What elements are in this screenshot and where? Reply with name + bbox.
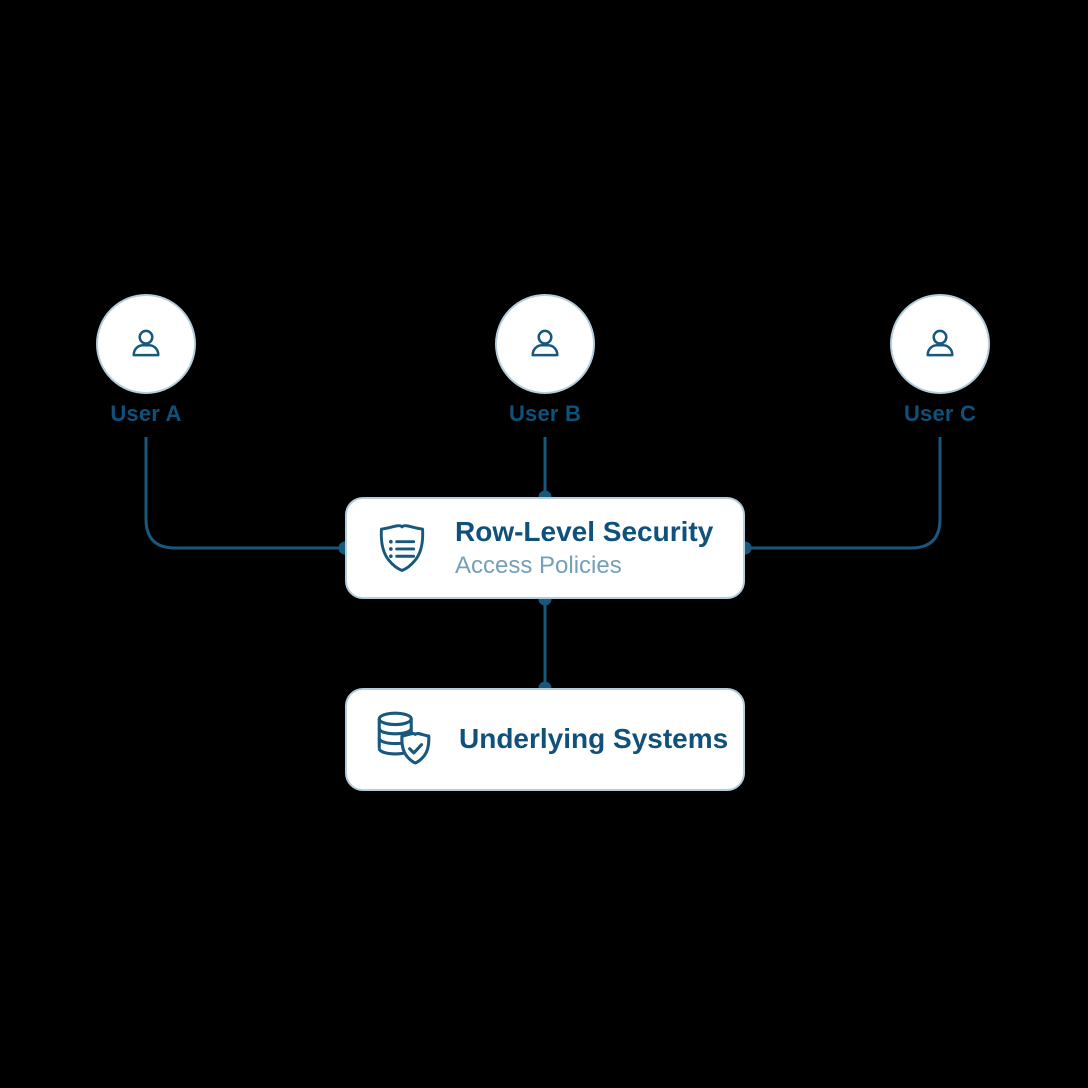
user-node-c <box>890 294 990 394</box>
database-shield-check-icon <box>377 711 431 765</box>
user-a-label: User A <box>110 401 182 426</box>
systems-node-title: Underlying Systems <box>459 723 729 755</box>
policy-node-subtitle: Access Policies <box>455 552 622 580</box>
shield-policy-list-icon <box>379 524 425 572</box>
person-icon <box>132 329 160 357</box>
policy-node: Row-Level Security Access Policies <box>345 497 745 599</box>
user-node-a <box>96 294 196 394</box>
connector-user-a-to-policy <box>144 437 345 550</box>
person-icon <box>531 329 559 357</box>
user-b-label: User B <box>508 401 582 426</box>
policy-node-title: Row-Level Security <box>455 516 714 548</box>
person-icon <box>926 329 954 357</box>
systems-node: Underlying Systems <box>345 688 745 791</box>
user-c-label: User C <box>903 401 977 426</box>
connector-user-c-to-policy <box>745 437 942 550</box>
user-node-b <box>495 294 595 394</box>
